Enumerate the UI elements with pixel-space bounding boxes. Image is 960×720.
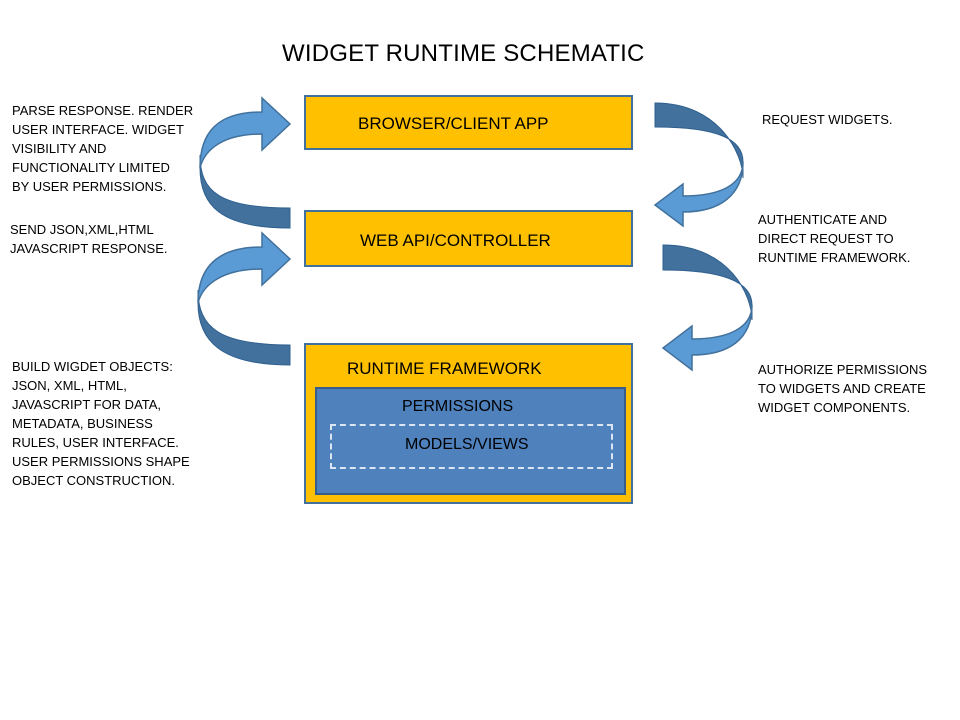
note-parse-response: PARSE RESPONSE. RENDER USER INTERFACE. W… xyxy=(12,103,194,194)
browser-client-app-label: BROWSER/CLIENT APP xyxy=(358,114,549,133)
arrow-right-lower-icon xyxy=(661,244,753,372)
runtime-framework-label: RUNTIME FRAMEWORK xyxy=(347,359,542,378)
web-api-controller-label: WEB API/CONTROLLER xyxy=(360,231,551,250)
permissions-label: PERMISSIONS xyxy=(402,398,514,415)
note-build-widget-objects: BUILD WIGDET OBJECTS: JSON, XML, HTML, J… xyxy=(12,359,190,488)
runtime-framework-box: RUNTIME FRAMEWORK PERMISSIONS MODELS/VIE… xyxy=(304,343,633,504)
models-views-box: MODELS/VIEWS xyxy=(330,424,613,469)
note-authorize-permissions: AUTHORIZE PERMISSIONS TO WIDGETS AND CRE… xyxy=(758,362,928,415)
arrow-left-upper-icon xyxy=(199,96,292,229)
models-views-label: MODELS/VIEWS xyxy=(405,436,529,453)
web-api-controller-box: WEB API/CONTROLLER xyxy=(304,210,633,267)
arrow-right-upper-icon xyxy=(653,102,744,228)
diagram-title: WIDGET RUNTIME SCHEMATIC xyxy=(282,40,645,67)
note-request-widgets: REQUEST WIDGETS. xyxy=(762,112,893,127)
arrow-left-lower-icon xyxy=(197,231,292,366)
browser-client-app-box: BROWSER/CLIENT APP xyxy=(304,95,633,150)
note-send-response: SEND JSON,XML,HTML JAVASCRIPT RESPONSE. xyxy=(10,222,168,256)
note-authenticate: AUTHENTICATE AND DIRECT REQUEST TO RUNTI… xyxy=(758,212,911,265)
permissions-box: PERMISSIONS MODELS/VIEWS xyxy=(315,387,626,495)
